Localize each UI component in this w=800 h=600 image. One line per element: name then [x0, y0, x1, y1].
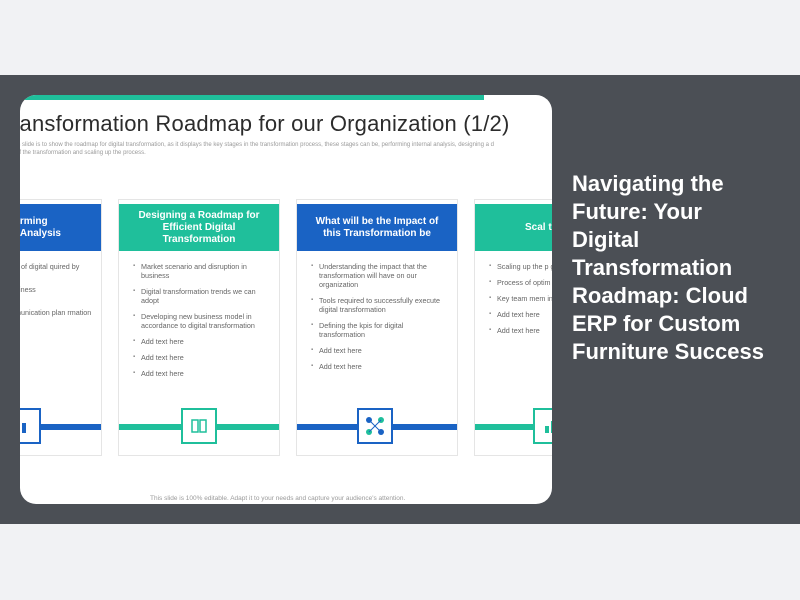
list-item: Scaling up the p governance mo [489, 262, 552, 271]
slide-footer-note: This slide is 100% editable. Adapt it to… [150, 495, 406, 502]
roadmap-column-analysis: rming Analysis be of digital quired by a… [20, 199, 102, 456]
list-item: Developing new business model in accorda… [133, 312, 271, 330]
slide-accent-bar [20, 95, 484, 100]
list-item: Tools required to successfully execute d… [311, 296, 449, 314]
list-item: Key team mem involved in the p [489, 294, 552, 303]
roadmap-column-impact: What will be the Impact of this Transfor… [296, 199, 458, 456]
list-item: adiness [20, 285, 149, 294]
list-item: Add text here [133, 353, 271, 362]
list-item: Add text here [489, 326, 552, 335]
list-item: Add text here [133, 337, 271, 346]
column-header: Designing a Roadmap for Efficient Digita… [119, 204, 279, 251]
list-item: Add text here [311, 346, 449, 355]
slide-description-line: is slide is to show the roadmap for digi… [20, 142, 494, 148]
column-divider [20, 424, 101, 430]
list-item: Understanding the impact that the transf… [311, 262, 449, 289]
list-item: Add text here [489, 310, 552, 319]
roadmap-column-scaling: Scal the P Scaling up the p governance m… [474, 199, 552, 456]
column-header-text: Scal the P [525, 221, 552, 233]
slide-description-line: of the transformation and scaling up the… [20, 150, 146, 156]
column-header: What will be the Impact of this Transfor… [297, 204, 457, 251]
scale-icon [533, 408, 552, 444]
list-item: Defining the kpis for digital transforma… [311, 321, 449, 339]
column-divider [475, 424, 552, 430]
list-item: Add text here [311, 362, 449, 371]
column-header: Scal the P [475, 204, 552, 251]
column-header-text: rming Analysis [20, 215, 61, 239]
column-header: rming Analysis [20, 204, 101, 251]
column-list: Market scenario and disruption in busine… [133, 262, 271, 385]
column-list: be of digital quired by adiness nmunicat… [20, 262, 149, 324]
network-icon [357, 408, 393, 444]
list-item: Process of optim digital transform [489, 278, 552, 287]
list-item: Digital transformation trends we can ado… [133, 287, 271, 305]
book-icon [181, 408, 217, 444]
slide-description: is slide is to show the roadmap for digi… [20, 141, 552, 157]
list-item: Market scenario and disruption in busine… [133, 262, 271, 280]
column-list: Understanding the impact that the transf… [311, 262, 449, 378]
slide-thumbnail[interactable]: ransformation Roadmap for our Organizati… [20, 95, 552, 504]
list-item: nmunication plan rmation [20, 308, 149, 317]
analysis-icon [20, 408, 41, 444]
slide-title: ransformation Roadmap for our Organizati… [20, 111, 510, 136]
column-list: Scaling up the p governance mo Process o… [489, 262, 552, 342]
article-title[interactable]: Navigating the Future: Your Digital Tran… [572, 171, 764, 364]
list-item: be of digital quired by [20, 262, 149, 271]
roadmap-column-designing: Designing a Roadmap for Efficient Digita… [118, 199, 280, 456]
list-item: Add text here [133, 369, 271, 378]
